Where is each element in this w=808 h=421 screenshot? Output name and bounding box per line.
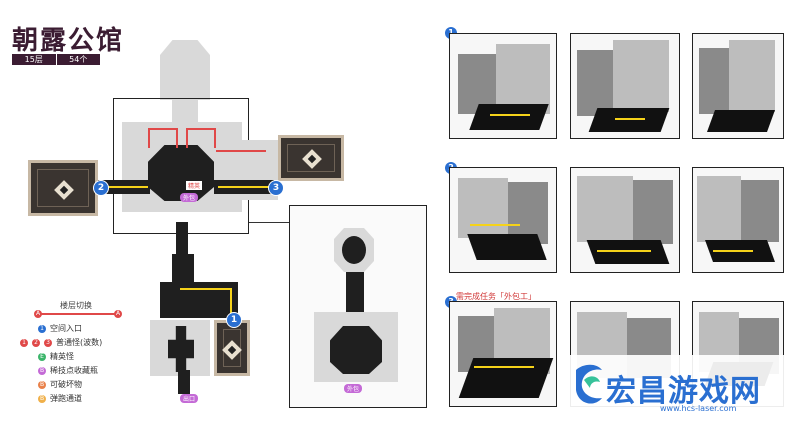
- right-red-path: [216, 150, 266, 152]
- watermark-text: 宏昌游戏网: [606, 374, 761, 409]
- legend-label: 空间入口: [50, 324, 82, 333]
- legend-label: 普通怪(波数): [56, 338, 103, 347]
- title-bar: 15层 54个: [12, 54, 100, 65]
- panel-3-1: [449, 301, 557, 407]
- entry-marker-3: 3: [268, 180, 284, 196]
- legend-item-normal: 1 2 3 普通怪(波数): [20, 337, 102, 348]
- legend-item-bottle: B 稀技点收藏瓶: [20, 365, 98, 376]
- zoom-connector-line: [249, 222, 289, 223]
- legend-item-entry: 1 空间入口: [20, 323, 82, 334]
- quest-note: 需完成任务「外包工」: [456, 292, 536, 301]
- exit-corridor: [178, 370, 190, 394]
- legend-label: 稀技点收藏瓶: [50, 366, 98, 375]
- lower-yellow-vertical: [230, 288, 232, 318]
- map-title: 朝露公馆: [12, 26, 125, 56]
- panel-2-3: [692, 167, 784, 273]
- watermark-backdrop: [568, 355, 808, 421]
- left-yellow-path: [104, 186, 148, 188]
- legend-label: 精英怪: [50, 352, 74, 361]
- inset-hall-floor: [330, 326, 382, 374]
- legend-item-breakable: B 可破坏物: [20, 379, 82, 390]
- legend-dot: B: [38, 380, 46, 389]
- legend-dot: 2: [32, 338, 40, 347]
- zoom-inset: 外包: [289, 205, 427, 408]
- right-yellow-path: [218, 186, 270, 188]
- watermark-url: www.hcs-laser.com: [660, 404, 737, 413]
- legend-label: 可破坏物: [50, 380, 82, 389]
- floor-switch-a-left: A: [34, 310, 42, 318]
- panel-1-2: [570, 33, 680, 139]
- legend-dot: B: [38, 366, 46, 375]
- legend-item-jump: B 弹跑通道: [20, 393, 82, 404]
- panel-2-1: [449, 167, 557, 273]
- left-room: [28, 160, 98, 216]
- legend-dot: B: [38, 394, 46, 403]
- floor-switch-a-right: A: [114, 310, 122, 318]
- entry-marker-1: 1: [226, 312, 242, 328]
- legend-label: 弹跑通道: [50, 394, 82, 403]
- floor-count: 15层: [24, 55, 43, 64]
- panel-1-3: [692, 33, 784, 139]
- floor-switch-line: [38, 313, 118, 315]
- inset-stair: [346, 272, 364, 316]
- legend-item-elite: E 精英怪: [20, 351, 74, 362]
- legend-header: 楼层切换: [60, 301, 92, 310]
- south-block: [172, 254, 194, 282]
- legend-dot: 1: [20, 338, 28, 347]
- alt-label-top: 外包: [180, 193, 199, 202]
- lower-right-room: [214, 320, 250, 376]
- right-room: [278, 135, 344, 181]
- central-floor: [148, 145, 214, 201]
- entry-marker-2: 2: [93, 180, 109, 196]
- south-connector: [176, 222, 188, 254]
- legend-dot: 3: [44, 338, 52, 347]
- top-tower: [160, 40, 210, 100]
- red-path-left: [148, 128, 178, 148]
- watermark-logo-icon: [572, 360, 606, 410]
- red-path-right: [186, 128, 216, 148]
- item-count: 54个: [55, 54, 101, 65]
- panel-2-2: [570, 167, 680, 273]
- legend-dot: E: [38, 352, 46, 361]
- exit-label: 出口: [180, 394, 199, 403]
- inset-alt-label: 外包: [344, 384, 363, 393]
- inset-tower-floor: [342, 236, 366, 264]
- legend-dot: 1: [38, 324, 46, 333]
- elite-label: 精英: [186, 181, 203, 190]
- panel-1-1: [449, 33, 557, 139]
- lower-yellow-path: [180, 288, 232, 290]
